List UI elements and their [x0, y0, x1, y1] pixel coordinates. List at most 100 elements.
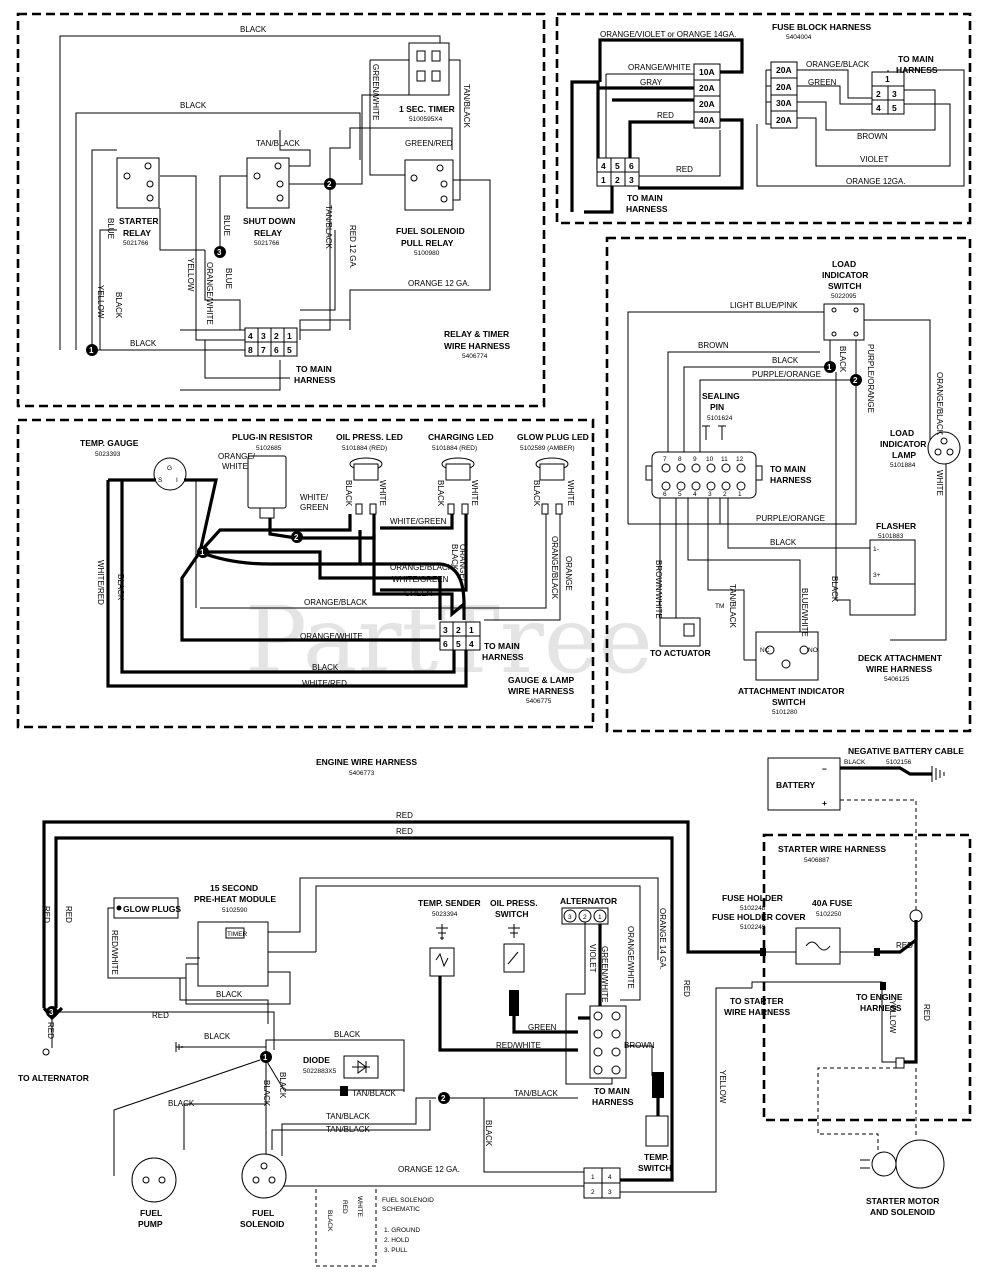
starter-relay-part: 5021766	[123, 240, 149, 247]
wire-label: GREEN/WHITE	[600, 946, 609, 1002]
flasher-part: 5101883	[878, 533, 904, 540]
starter-motor-label-1: STARTER MOTOR	[866, 1196, 939, 1206]
attachment-switch	[755, 631, 819, 681]
deck-pin-8: 8	[678, 456, 682, 463]
fuse-40-part: 5102250	[816, 911, 842, 918]
fuel-solenoid-label-1: FUEL	[252, 1208, 274, 1218]
preheat-part: 5102590	[222, 907, 248, 914]
wire-label: RED 12 GA.	[348, 225, 357, 269]
relay-pin-2: 2	[274, 331, 279, 341]
att-switch-label-2: SWITCH	[772, 697, 806, 707]
wire-label: BLACK	[436, 480, 445, 507]
fuse-holder-part: 5102248	[740, 905, 766, 912]
schematic-wire: WHITE	[356, 1196, 363, 1218]
sealing-label-2: PIN	[710, 402, 724, 412]
alternator-pin-1: 1	[598, 914, 602, 921]
wire-label: BLUE	[222, 215, 231, 236]
gauge-pin-2: 2	[456, 625, 461, 635]
deck-harness-part: 5406125	[884, 676, 910, 683]
wire-label: BLACK	[262, 1080, 271, 1107]
wire-label: BLACK	[240, 25, 267, 34]
wire-label: TAN/BLACK	[324, 205, 333, 250]
wire-label: GREEN	[528, 1023, 557, 1032]
gauge-harness-border	[16, 418, 595, 729]
wire-label: PURPLE/ORANGE	[752, 370, 821, 379]
shutdown-relay-part: 5021766	[254, 240, 280, 247]
fuse-conn-pin: 2	[876, 89, 881, 99]
wire-label: BLACK	[204, 1032, 231, 1041]
alternator-pin-3: 3	[568, 914, 572, 921]
wire-label: ORANGE/WHITE	[300, 632, 363, 641]
to-engine-label-2: HARNESS	[860, 1003, 902, 1013]
battery-starter: NEGATIVE BATTERY CABLE 5102156 BATTERY −…	[712, 746, 972, 1217]
watermark-tm: TM	[715, 603, 724, 610]
battery	[767, 757, 841, 811]
wire-label: GREEN/RED	[405, 139, 453, 148]
wire-label: RED	[676, 165, 693, 174]
deck-pin-7: 7	[663, 456, 667, 463]
gauge-to-main-1: TO MAIN	[484, 641, 520, 651]
att-switch-part: 5101280	[772, 709, 798, 716]
wire-label: BLACK	[830, 576, 839, 603]
wire-label: GREEN/WHITE	[371, 64, 380, 120]
starter-motor-label-2: AND SOLENOID	[870, 1207, 935, 1217]
relay-harness-title: RELAY & TIMER	[444, 329, 509, 339]
fuse-to-main-2: HARNESS	[626, 204, 668, 214]
relay-node-3: 3	[217, 248, 222, 257]
fuse-40-label: 40A FUSE	[812, 898, 853, 908]
timer-label: 1 SEC. TIMER	[399, 104, 455, 114]
fuse-harness-title: FUSE BLOCK HARNESS	[772, 22, 872, 32]
engine-harness-part: 5406773	[349, 770, 375, 777]
glow-led-label: GLOW PLUG LED	[517, 432, 589, 442]
wire-label: TAN/BLACK	[352, 1089, 397, 1098]
plug-in-resistor	[247, 455, 287, 509]
fuel-solenoid-schematic	[315, 1185, 377, 1267]
wire-label: WHITE	[935, 470, 944, 496]
wire-label: ORANGE/WHITE	[628, 63, 691, 72]
wire-label: ORANGE 14 GA.	[658, 908, 667, 970]
wire-label: BLUE	[106, 218, 115, 239]
wire-label: ORANGE/BLACK	[304, 598, 368, 607]
deck-to-main-1: TO MAIN	[770, 464, 806, 474]
wire-label: WHITE/GREEN	[392, 575, 449, 584]
deck-pins	[661, 463, 746, 491]
bottom-pin-1: 1	[591, 1174, 595, 1181]
oil-led-part: 5101884 (RED)	[342, 445, 387, 452]
gauge-pin-g: G	[167, 465, 172, 472]
battery-pos: +	[822, 798, 827, 808]
deck-pin-2: 2	[723, 491, 727, 498]
oil-led-label: OIL PRESS. LED	[336, 432, 403, 442]
wire-label: WHITE/GREEN	[390, 517, 447, 526]
wire-label: BLACK	[116, 574, 125, 601]
gauge-harness-title: GAUGE & LAMP	[508, 675, 574, 685]
fuse-cover-part: 5102249	[740, 924, 766, 931]
battery-neg: −	[822, 764, 827, 774]
wire-label: BLACK	[180, 101, 207, 110]
deck-pin-9: 9	[693, 456, 697, 463]
wire-label: VIOLET	[588, 944, 597, 973]
temp-switch-label-2: SWITCH	[638, 1163, 672, 1173]
schematic-wire: RED	[341, 1200, 348, 1214]
relay-harness-border	[16, 12, 546, 408]
deck-node-2: 2	[853, 376, 858, 385]
fuse-holder-label: FUSE HOLDER	[722, 893, 783, 903]
wire-label: RED	[152, 1011, 169, 1020]
deck-pin-4: 4	[693, 491, 697, 498]
wire-label: BROWN	[624, 1041, 655, 1050]
deck-pin-12: 12	[736, 456, 744, 463]
wire-label: RED	[396, 827, 413, 836]
wire-label: ORANGE/	[458, 544, 467, 582]
fuse-20a: 20A	[776, 65, 792, 75]
diode-label: DIODE	[303, 1055, 330, 1065]
fuse-to-main-1: TO MAIN	[627, 193, 663, 203]
deck-node-1: 1	[827, 363, 832, 372]
wire-label: YELLOW	[888, 1000, 897, 1034]
gauge-pin-3: 3	[443, 625, 448, 635]
wire-label: WHITE/RED	[96, 560, 105, 605]
engine-harness-title: ENGINE WIRE HARNESS	[316, 757, 417, 767]
wire-label: WHITE/	[300, 493, 329, 502]
wire-label: BLACK	[772, 356, 799, 365]
fuse-10a: 10A	[699, 67, 715, 77]
starter-relay-label-1: STARTER	[119, 216, 159, 226]
flasher-pin-3: 3+	[873, 572, 881, 579]
